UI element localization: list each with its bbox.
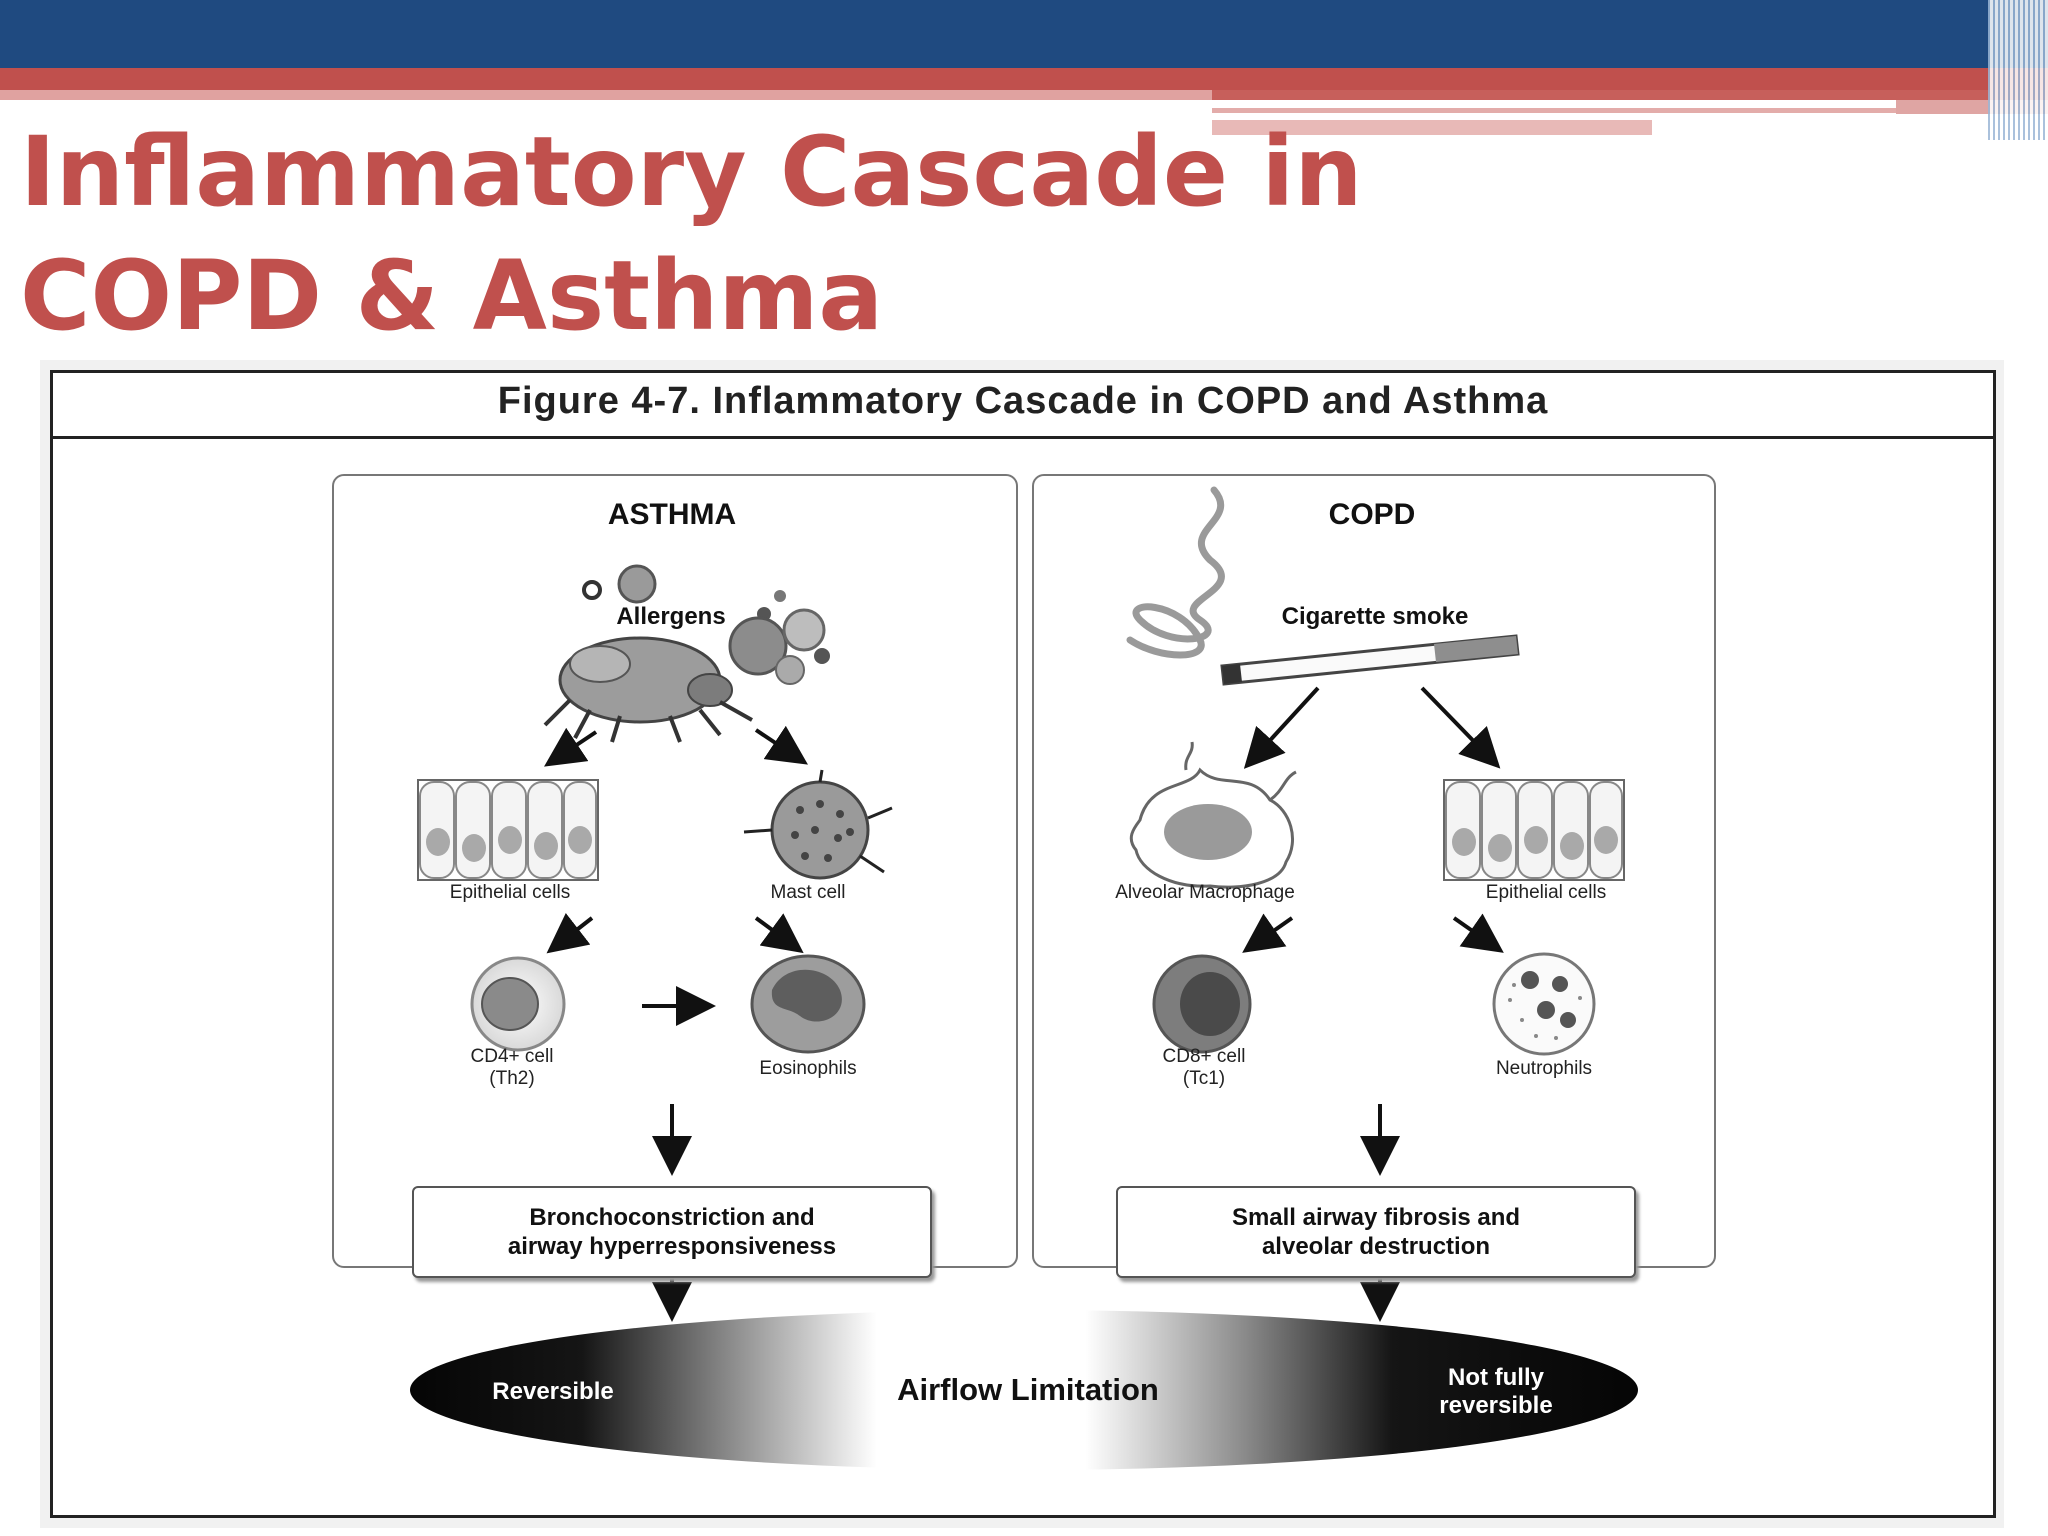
- header-accent-bar: [0, 68, 2048, 90]
- copd-outcome-line-1: Small airway fibrosis and: [1231, 1204, 1521, 1231]
- asthma-heading: ASTHMA: [607, 498, 737, 531]
- dust-mite-icon: [543, 636, 753, 743]
- asthma-outcome-line-2: airway hyperresponsiveness: [507, 1233, 837, 1260]
- header-accent-stripe: [0, 90, 1212, 100]
- epithelial-cells-icon: [1443, 779, 1625, 881]
- header-bar: [0, 0, 2048, 68]
- copd-trigger-label: Cigarette smoke: [1281, 603, 1469, 630]
- copd-outcome-line-2: alveolar destruction: [1261, 1233, 1491, 1260]
- allergen-particles-icon: [582, 564, 830, 685]
- cd4-cell-sublabel: (Th2): [489, 1068, 535, 1089]
- slide-title-line-1: Inflammatory Cascade in: [20, 116, 1363, 228]
- copd-heading: COPD: [1328, 498, 1416, 531]
- eosinophil-icon: [750, 954, 866, 1054]
- asthma-trigger-label: Allergens: [616, 603, 726, 630]
- airflow-limitation-label: Airflow Limitation: [897, 1372, 1159, 1407]
- asthma-epithelial-label: Epithelial cells: [449, 882, 571, 903]
- alveolar-macrophage-icon: [1129, 741, 1297, 889]
- epithelial-cells-icon: [417, 779, 599, 881]
- figure-caption-divider: [50, 436, 1996, 439]
- slide-title-line-2: COPD & Asthma: [20, 240, 884, 352]
- mast-cell-icon: [743, 769, 893, 880]
- asthma-outcome-line-1: Bronchoconstriction and: [529, 1204, 815, 1231]
- eosinophils-label: Eosinophils: [759, 1058, 857, 1079]
- header-accent-stripe: [1212, 108, 1896, 113]
- cd8-cell-icon: [1152, 954, 1252, 1054]
- cigarette-smoke-icon: [1126, 486, 1225, 659]
- neutrophil-icon: [1492, 952, 1596, 1056]
- mast-cell-label: Mast cell: [770, 882, 846, 903]
- header-vertical-stripes: [1988, 0, 2048, 140]
- slide-title: Inflammatory Cascade in COPD & Asthma: [20, 110, 1363, 358]
- header-accent-stripe: [1212, 90, 2048, 100]
- reversible-label: Reversible: [492, 1378, 614, 1405]
- header-accent-stripe: [1212, 120, 1652, 135]
- asthma-outcome-box: Bronchoconstriction and airway hyperresp…: [412, 1186, 932, 1278]
- figure-caption: Figure 4-7. Inflammatory Cascade in COPD…: [497, 380, 1549, 422]
- cd4-cell-label: CD4+ cell: [470, 1046, 554, 1067]
- cd4-cell-icon: [470, 956, 566, 1052]
- cigarette-icon: [1220, 634, 1520, 686]
- copd-epithelial-label: Epithelial cells: [1485, 882, 1607, 903]
- not-fully-reversible-label-2: reversible: [1439, 1392, 1553, 1419]
- alveolar-macrophage-label: Alveolar Macrophage: [1115, 882, 1295, 903]
- cd8-cell-label: CD8+ cell: [1162, 1046, 1246, 1067]
- cd8-cell-sublabel: (Tc1): [1182, 1068, 1226, 1089]
- airflow-limitation-ellipse: [410, 1310, 1638, 1470]
- not-fully-reversible-label-1: Not fully: [1448, 1364, 1544, 1391]
- copd-outcome-box: Small airway fibrosis and alveolar destr…: [1116, 1186, 1636, 1278]
- neutrophils-label: Neutrophils: [1495, 1058, 1593, 1079]
